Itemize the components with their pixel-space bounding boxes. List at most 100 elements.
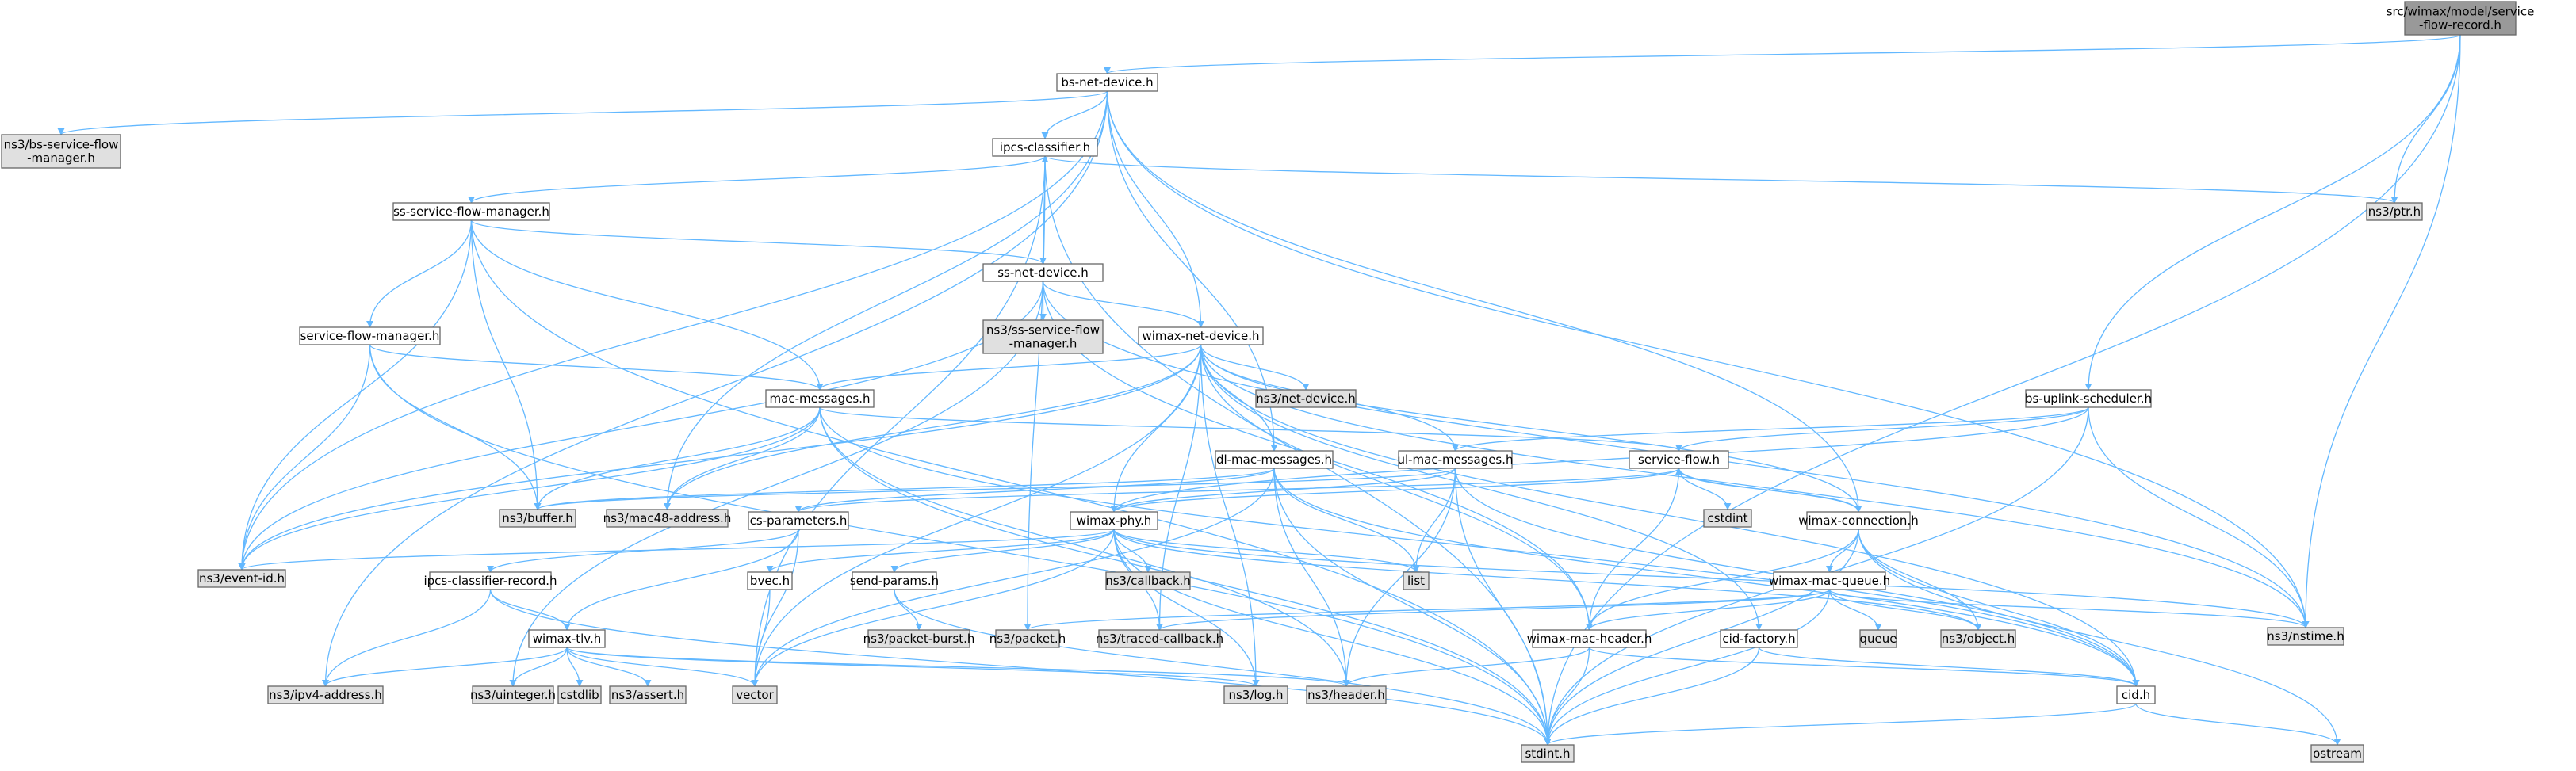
edge-macm-to-buffer (534, 406, 821, 510)
node-label: service-flow.h (1638, 452, 1720, 467)
node-packet[interactable]: ns3/packet.h (989, 629, 1066, 648)
edge-bsus-to-ulm (1452, 406, 2089, 452)
edge-icr-to-ipv4 (321, 589, 492, 687)
nodes-layer: src/wimax/model/service-flow-record.h bs-… (1, 1, 2535, 763)
edge-ulm-to-stdint (1454, 468, 1552, 746)
edge-wnd-to-macm (816, 344, 1202, 391)
edge-icr-to-stdint (489, 589, 1552, 746)
node-header[interactable]: ns3/header.h (1306, 685, 1387, 704)
node-box (2025, 389, 2152, 408)
node-root[interactable]: src/wimax/model/service-flow-record.h (2387, 1, 2535, 36)
node-box (1306, 685, 1387, 704)
node-wmh[interactable]: wimax-mac-header.h (1527, 629, 1652, 648)
node-sssfm[interactable]: ss-service-flow-manager.h (392, 202, 550, 221)
node-box (2404, 1, 2517, 36)
node-label: ns3/packet-burst.h (863, 632, 975, 646)
node-label: wimax-tlv.h (533, 632, 602, 646)
node-csp[interactable]: cs-parameters.h (748, 511, 849, 530)
edge-sendp-to-pburst (894, 589, 923, 631)
node-stdint[interactable]: stdint.h (1521, 744, 1575, 763)
node-icr[interactable]: ipcs-classifier-record.h (423, 571, 557, 590)
node-wconn[interactable]: wimax-connection.h (1798, 511, 1919, 530)
node-bssfm[interactable]: ns3/bs-service-flow-manager.h (1, 134, 121, 169)
node-box (1070, 511, 1158, 530)
node-object[interactable]: ns3/object.h (1940, 629, 2016, 648)
node-bsnd[interactable]: bs-net-device.h (1056, 73, 1158, 92)
edge-sf-to-csp (794, 468, 1680, 513)
node-sssfm2[interactable]: ns3/ss-service-flow-manager.h (982, 319, 1104, 354)
node-box (299, 326, 441, 345)
node-box (392, 202, 550, 221)
node-label: ns3/object.h (1942, 632, 2015, 646)
node-netdev[interactable]: ns3/net-device.h (1255, 389, 1357, 408)
node-ssnd[interactable]: ss-net-device.h (982, 263, 1104, 282)
node-eventid[interactable]: ns3/event-id.h (197, 569, 286, 588)
node-cidf[interactable]: cid-factory.h (1720, 629, 1798, 648)
node-dlm[interactable]: dl-mac-messages.h (1215, 450, 1334, 469)
edge-wnd-to-log (1200, 344, 1260, 687)
edge-sssfm-to-macm (470, 219, 824, 391)
node-label: cstdint (1707, 511, 1747, 525)
node-sfm[interactable]: service-flow-manager.h (299, 326, 441, 345)
node-label: ns3/net-device.h (1256, 391, 1356, 406)
node-wmq[interactable]: wimax-mac-queue.h (1769, 571, 1890, 590)
edge-wphy-to-log (1113, 529, 1260, 687)
node-ulm[interactable]: ul-mac-messages.h (1397, 450, 1514, 469)
node-queue[interactable]: queue (1859, 629, 1897, 648)
node-label: wimax-mac-queue.h (1769, 574, 1890, 588)
node-label: bvec.h (750, 574, 790, 588)
node-mac48[interactable]: ns3/mac48-address.h (603, 509, 732, 528)
edge-dlm-to-csp (794, 468, 1275, 513)
node-label: ns3/packet.h (989, 632, 1066, 646)
node-box (609, 685, 687, 704)
node-box (1056, 73, 1158, 92)
node-label: -manager.h (27, 151, 95, 166)
node-box (1806, 511, 1911, 530)
node-callback[interactable]: ns3/callback.h (1105, 571, 1191, 590)
node-label: cs-parameters.h (750, 513, 848, 528)
node-wphy[interactable]: wimax-phy.h (1070, 511, 1158, 530)
edge-ulm-to-list (1412, 468, 1456, 573)
node-buffer[interactable]: ns3/buffer.h (499, 509, 576, 528)
node-vector[interactable]: vector (732, 685, 778, 704)
node-macm[interactable]: mac-messages.h (765, 389, 875, 408)
node-assert[interactable]: ns3/assert.h (609, 685, 687, 704)
node-tcb[interactable]: ns3/traced-callback.h (1096, 629, 1223, 648)
node-bsus[interactable]: bs-uplink-scheduler.h (2025, 389, 2152, 408)
edge-wtlv-to-ipv4 (322, 647, 568, 687)
node-box (472, 685, 554, 704)
node-label: cid-factory.h (1722, 632, 1795, 646)
node-label: wimax-mac-header.h (1527, 632, 1652, 646)
edge-wphy-to-object (1113, 529, 1982, 631)
edge-wtlv-to-cstdlib (566, 647, 584, 687)
edge-ulm-to-header (1342, 468, 1456, 687)
node-list[interactable]: list (1403, 571, 1430, 590)
node-nstime[interactable]: ns3/nstime.h (2267, 627, 2344, 646)
node-wnd[interactable]: wimax-net-device.h (1138, 326, 1264, 345)
node-log[interactable]: ns3/log.h (1223, 685, 1288, 704)
node-pburst[interactable]: ns3/packet-burst.h (863, 629, 975, 648)
edge-cid-to-ostream (2135, 703, 2341, 746)
edge-macm-to-mac48 (663, 406, 821, 510)
edge-sfm-to-stdint (369, 344, 1552, 746)
node-wtlv[interactable]: wimax-tlv.h (528, 629, 606, 648)
node-ostream[interactable]: ostream (2310, 744, 2364, 763)
node-box (606, 509, 729, 528)
node-ipcs[interactable]: ipcs-classifier.h (992, 138, 1098, 157)
node-ipv4[interactable]: ns3/ipv4-address.h (267, 685, 384, 704)
node-box (867, 629, 970, 648)
edge-bsnd-to-nstime (1106, 90, 2310, 628)
node-sendp[interactable]: send-params.h (850, 571, 939, 590)
node-bvec[interactable]: bvec.h (747, 571, 793, 590)
edge-wnd-to-wconn (1200, 344, 1862, 513)
node-cstdlib[interactable]: cstdlib (557, 685, 602, 704)
edge-sssfm-to-stdint (470, 219, 1552, 746)
node-label: ns3/log.h (1228, 688, 1283, 702)
node-sf[interactable]: service-flow.h (1629, 450, 1729, 469)
node-cstdint[interactable]: cstdint (1703, 509, 1752, 528)
node-ptr[interactable]: ns3/ptr.h (2366, 202, 2423, 221)
node-uinteger[interactable]: ns3/uinteger.h (470, 685, 556, 704)
node-cid[interactable]: cid.h (2116, 685, 2156, 704)
node-box (528, 629, 606, 648)
node-box (1398, 450, 1513, 469)
